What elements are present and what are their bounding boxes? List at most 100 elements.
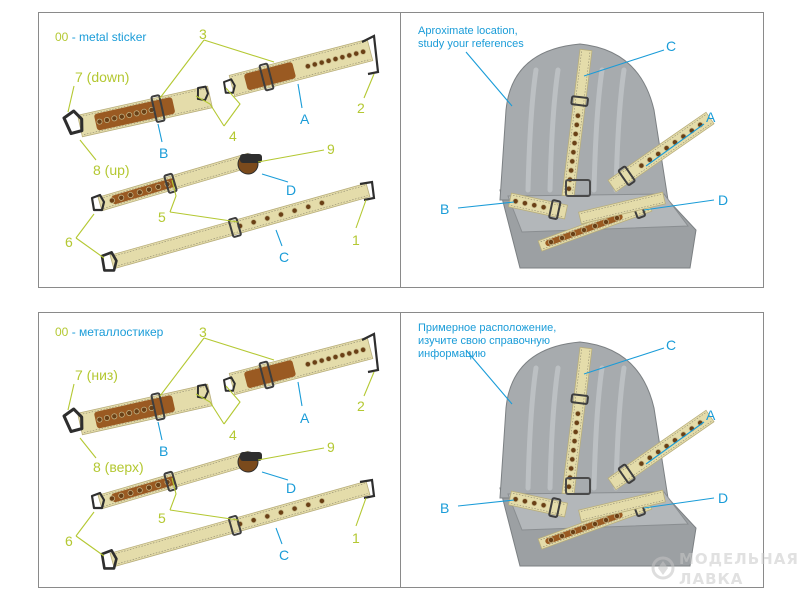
seat-callout-note-top [465, 51, 513, 107]
hook-6a-bottom-outline [90, 491, 106, 510]
seat-strap-C-top [561, 48, 593, 198]
strap-C-bottom-eyelet [264, 513, 271, 520]
strap-B-bottom-eyelet [103, 415, 110, 421]
legend-top: 00 - metal sticker [55, 31, 146, 43]
strap-A-top [228, 38, 374, 98]
strap-B-bottom-stitch-top [79, 386, 207, 415]
strap-C-bottom-eyelet [291, 505, 298, 512]
hook-6a-top-outline [90, 193, 106, 212]
seat-strap-C-top-eyelet [568, 167, 575, 174]
seat-rib-bottom [591, 365, 605, 491]
seat-strap-B-top [508, 192, 568, 220]
seat-callout-B-bottom [457, 499, 515, 507]
legend-bottom: 00 - металлостикер [55, 326, 163, 338]
strap-C-top-eyelet [305, 203, 312, 210]
callout-3b-bottom [203, 337, 275, 361]
callout-4a-top [195, 95, 225, 127]
callout-9-bottom [257, 447, 325, 461]
seat-strap-C-bottom-eyelet [568, 465, 575, 472]
strap-D-top-eyelet [146, 186, 152, 193]
seat-callout-A-bottom [645, 421, 705, 465]
seat-strap-C-bottom [561, 346, 593, 496]
seat-strap-D-bottom-eyelet [603, 517, 609, 523]
strap-C-top-eyelet [278, 211, 284, 218]
seat-rib-top [591, 67, 605, 193]
strap-A-bottom-stitch-bottom [236, 357, 371, 393]
label-5: 5 [158, 209, 166, 225]
strap-C-bottom-eyelet [305, 501, 312, 508]
strap-B-bottom-eyelet [133, 408, 140, 415]
label-7-ru: 7 (низ) [75, 367, 118, 383]
strap-D-bottom-eyelet [109, 495, 115, 502]
callout-5b-top [169, 211, 239, 223]
strap-A-bottom-eyelet [339, 352, 346, 359]
callout-C-bottom [275, 527, 283, 545]
strap-A-top-eyelet [360, 48, 367, 55]
callout-1-bottom [355, 497, 367, 527]
clip-9-top [240, 154, 262, 163]
strap-B-top-eyelet [103, 117, 110, 123]
ring-4b-bottom [223, 376, 236, 392]
seat-strap-D-top-eyelet [559, 235, 565, 241]
strap-C-top-eyelet [264, 215, 271, 222]
seat-strap-C-top-eyelet [570, 149, 577, 156]
strap-A-bottom-stitch-top [231, 339, 366, 375]
seat-strap-D-bottom-eyelet [581, 525, 587, 531]
strap-B-top-stitch-bottom [83, 106, 211, 135]
callout-6a-bottom [75, 511, 95, 537]
callout-4b-top [223, 87, 241, 127]
strap-A-bottom-eyelet [360, 346, 367, 353]
callout-6b-top [75, 237, 105, 259]
legend-text-ru: - металлостикер [71, 325, 164, 339]
label-3-ru: 3 [199, 324, 207, 340]
strap-C-bottom [109, 480, 371, 568]
seat-callout-B-top [457, 201, 515, 209]
seat-strap-A-top [607, 111, 715, 193]
legend-text: - metal sticker [71, 30, 147, 44]
seat-strap-B-bottom-eyelet [540, 502, 547, 509]
callout-4b-bottom [223, 385, 241, 425]
seat-strap-C-bottom-eyelet [569, 456, 576, 463]
label-2: 2 [357, 100, 365, 116]
callout-D-bottom [261, 471, 289, 481]
strap-B-top-eyelet [141, 108, 148, 115]
strap-C-top-eyelet [318, 200, 325, 206]
label-C-ru: C [279, 547, 290, 563]
strap-D-bottom-eyelet [155, 481, 162, 488]
seat-strap-B-top-eyelet [531, 202, 538, 209]
strap-A-top-eyelet [311, 61, 318, 68]
seat-strap-C-top-eyelet [574, 112, 581, 119]
strap-A-bottom-eyelet [304, 361, 311, 368]
watermark-logo: МОДЕЛЬНАЯ ЛАВКА [651, 548, 798, 594]
strap-A-top-stitch-bottom [236, 59, 371, 95]
label-9: 9 [327, 141, 335, 157]
seat-rib-top [525, 67, 539, 193]
label-6-ru: 6 [65, 533, 73, 549]
seat-strap-C-bottom-eyelet [573, 419, 580, 426]
legend-code-ru: 00 [55, 325, 69, 339]
strap-D-top-eyelet [109, 197, 115, 204]
ring-4b-top-outline [223, 78, 236, 94]
callout-C-top [275, 229, 283, 247]
seat-back-bottom [499, 341, 669, 499]
watermark-line2: ЛАВКА [679, 570, 744, 588]
seat-strap-C-top-eyelet [573, 121, 580, 128]
seat-note-top: Aproximate location, study your referenc… [418, 25, 524, 50]
seat-rib-bottom [613, 365, 627, 491]
callout-B-bottom [157, 421, 163, 441]
seat-strap-D-top-eyelet [581, 227, 587, 233]
strap-B-bottom-eyelet [141, 406, 148, 413]
hook-7-bottom [62, 407, 84, 434]
seat-strap-C-bottom-eyelet [571, 438, 578, 445]
label-8-ru: 8 (верх) [93, 459, 144, 475]
seat-quick-release-bottom [565, 477, 591, 495]
callout-A-top [297, 83, 303, 109]
strap-B-bottom [77, 383, 213, 436]
seat-strap-B-top-eyelet [512, 198, 519, 205]
hook-6b-bottom-outline [100, 549, 118, 570]
seat-callout-A-top [645, 123, 705, 167]
callout-8-bottom [79, 437, 97, 459]
strap-B-top-eyelet [111, 115, 118, 122]
belt-set-top [62, 34, 380, 272]
